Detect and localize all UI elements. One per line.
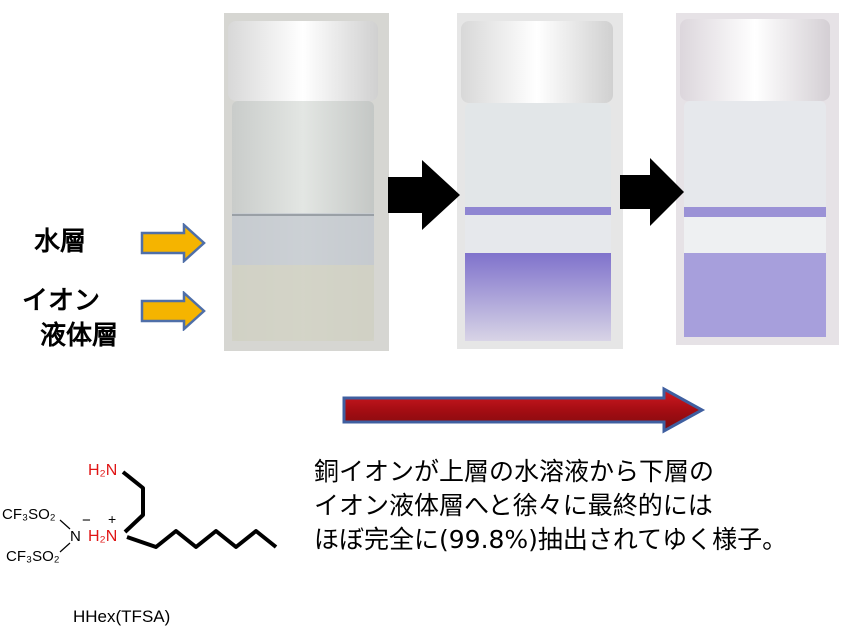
anion-group-bottom: CF₃SO₂ bbox=[6, 548, 60, 565]
description-line-1: 銅イオンが上層の水溶液から下層の bbox=[314, 457, 715, 486]
water-layer-pointer-arrow bbox=[140, 223, 206, 263]
vial-cap bbox=[461, 21, 613, 103]
progress-arrow bbox=[342, 386, 706, 434]
water-layer-band bbox=[232, 213, 374, 265]
next-step-arrow-1 bbox=[388, 160, 460, 230]
next-step-arrow-2 bbox=[620, 158, 684, 226]
vial-photo-final bbox=[676, 13, 839, 345]
structure-bonds bbox=[59, 470, 278, 553]
amine-group-center: H₂N bbox=[88, 528, 118, 545]
vial-photo-initial bbox=[224, 13, 389, 351]
vial-cap bbox=[680, 19, 830, 101]
ionic-liquid-label-line1: イオン bbox=[22, 286, 101, 316]
amine-group-top: H₂N bbox=[88, 462, 118, 479]
description-line-3: ほぼ完全に(99.8%)抽出されてゆく様子。 bbox=[314, 525, 788, 554]
vial-middle-drawing bbox=[457, 13, 623, 349]
compound-name: HHex(TFSA) bbox=[73, 607, 171, 626]
ionic-layer-purple bbox=[465, 253, 611, 341]
ionic-liquid-label-line2: 液体層 bbox=[40, 321, 119, 351]
negative-charge: − bbox=[82, 512, 91, 529]
description-line-2: イオン液体層へと徐々に最終的には bbox=[314, 491, 713, 520]
vial-photo-middle bbox=[457, 13, 623, 349]
description-text: 銅イオンが上層の水溶液から下層の イオン液体層へと徐々に最終的には ほぼ完全に(… bbox=[314, 455, 787, 557]
interface-band bbox=[684, 207, 826, 217]
chemical-structure: H₂N H₂N + − CF₃SO₂ N CF₃SO₂ bbox=[0, 450, 300, 590]
anion-nitrogen: N bbox=[70, 528, 81, 545]
vial-cap bbox=[228, 21, 378, 101]
anion-group-top: CF₃SO₂ bbox=[2, 506, 56, 523]
ionic-layer-purple bbox=[684, 253, 826, 337]
vial-final-drawing bbox=[676, 13, 839, 345]
ionic-layer-band bbox=[232, 265, 374, 341]
interface-band bbox=[465, 207, 611, 215]
vial-initial-drawing bbox=[224, 13, 389, 351]
ionic-layer-pointer-arrow bbox=[140, 291, 206, 331]
water-layer-label: 水層 bbox=[34, 227, 87, 257]
positive-charge: + bbox=[108, 511, 117, 527]
